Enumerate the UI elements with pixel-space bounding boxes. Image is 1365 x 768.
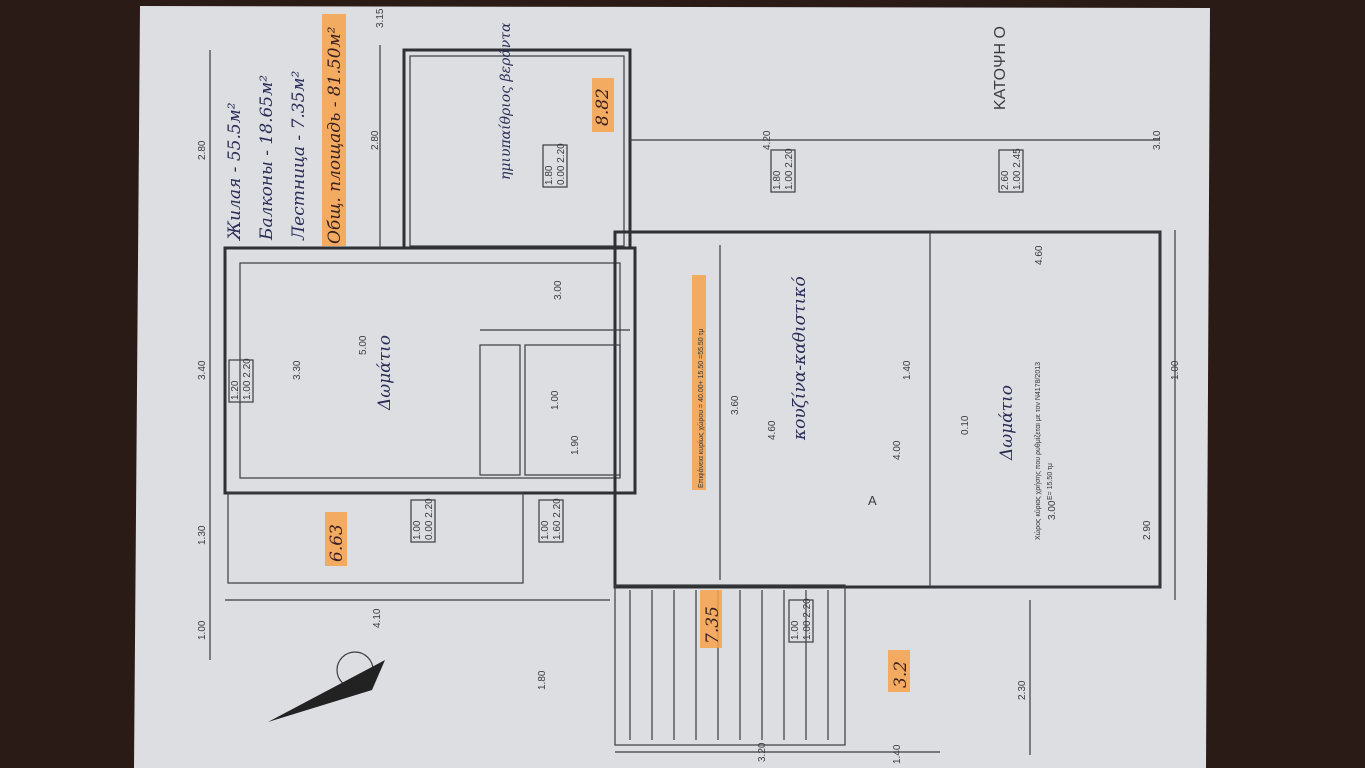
room-label-kitchen: κουζίνα-καθιστικό xyxy=(790,276,810,441)
dimension-label: 1.90 xyxy=(570,435,581,455)
dimension-label: 3.20 xyxy=(757,742,768,762)
dimension-label: 3.60 xyxy=(730,395,741,415)
dimension-label: 3.40 xyxy=(197,360,208,380)
plan-title: ΚΑΤΟΨΗ Ο xyxy=(992,26,1009,110)
window-width: 1.00 xyxy=(790,620,801,640)
window-width: 1.20 xyxy=(230,380,241,400)
north-arrow-icon xyxy=(268,651,385,722)
dimension-label: 4.20 xyxy=(762,130,773,150)
balconies-area-note: Балконы - 18.65м² xyxy=(257,75,277,241)
window-height: 1.60 2.20 xyxy=(552,498,563,540)
section-marker: A xyxy=(868,493,877,508)
dimension-label: 3.15 xyxy=(375,8,386,28)
dimension-label: 1.40 xyxy=(902,360,913,380)
window-width: 1.00 xyxy=(412,520,423,540)
window-height: 0.00 2.20 xyxy=(556,143,567,185)
walls xyxy=(223,48,1162,746)
dimension-label: 1.00 xyxy=(1170,360,1181,380)
window-height: 1.00 2.45 xyxy=(1012,148,1023,190)
regulated-area-value: E= 15.50 τμ xyxy=(1047,463,1054,500)
dimension-label: 1.80 xyxy=(537,670,548,690)
dimension-label: 3.00 xyxy=(553,280,564,300)
regulated-area-note: Χώρος κύριας χρήσης που ρυθμίζεται με το… xyxy=(1034,362,1042,540)
window-height: 1.00 2.20 xyxy=(784,148,795,190)
room-label-veranda: ημιυπαίθριος βεράντα xyxy=(497,22,514,180)
room-label-extra: Δωμάτιο xyxy=(997,385,1017,461)
window-width: 1.00 xyxy=(540,520,551,540)
dimension-label: 1.00 xyxy=(197,620,208,640)
dimension-label: 4.10 xyxy=(372,608,383,628)
dimension-label: 2.80 xyxy=(197,140,208,160)
area-highlight-balcony: 6.63 xyxy=(327,524,347,562)
dimension-label: 4.00 xyxy=(892,440,903,460)
area-highlight-stairs: 7.35 xyxy=(703,606,723,644)
dimension-label: 4.60 xyxy=(1034,245,1045,265)
window-height: 1.00 2.20 xyxy=(802,598,813,640)
window-width: 1.80 xyxy=(772,170,783,190)
dimension-label: 1.40 xyxy=(892,744,903,764)
living-area-note: Жилая - 55.5м² xyxy=(225,102,245,241)
dimension-label: 2.30 xyxy=(1017,680,1028,700)
dimension-lines xyxy=(209,45,1176,755)
main-area-note: Επιφάνεια κυρίως χώρου = 40.00+ 15.50 =5… xyxy=(697,329,705,488)
window-height: 1.00 2.20 xyxy=(242,358,253,400)
dimension-label: 1.00 xyxy=(550,390,561,410)
dimension-label: 1.30 xyxy=(197,525,208,545)
dimension-label: 2.80 xyxy=(370,130,381,150)
dimension-label: 3.30 xyxy=(292,360,303,380)
window-width: 2.60 xyxy=(1000,170,1011,190)
window-height: 0.00 2.20 xyxy=(424,498,435,540)
dimension-label: 3.10 xyxy=(1152,130,1163,150)
dimension-label: 0.10 xyxy=(960,415,971,435)
dimension-label: 5.00 xyxy=(358,335,369,355)
room-label-bedroom: Δωμάτιο xyxy=(375,335,395,411)
dimension-label: 2.90 xyxy=(1142,520,1153,540)
window-width: 1.80 xyxy=(544,165,555,185)
total-area-note: Общ. площадь - 81.50м² xyxy=(325,26,345,244)
area-highlight-landing: 3.2 xyxy=(891,661,911,688)
area-highlight-veranda: 8.82 xyxy=(593,88,613,126)
dimension-label: 4.60 xyxy=(767,420,778,440)
dimension-label: 3.00 xyxy=(1047,500,1058,520)
stairs-area-note: Лестница - 7.35м² xyxy=(289,70,309,241)
stairs xyxy=(629,590,829,740)
